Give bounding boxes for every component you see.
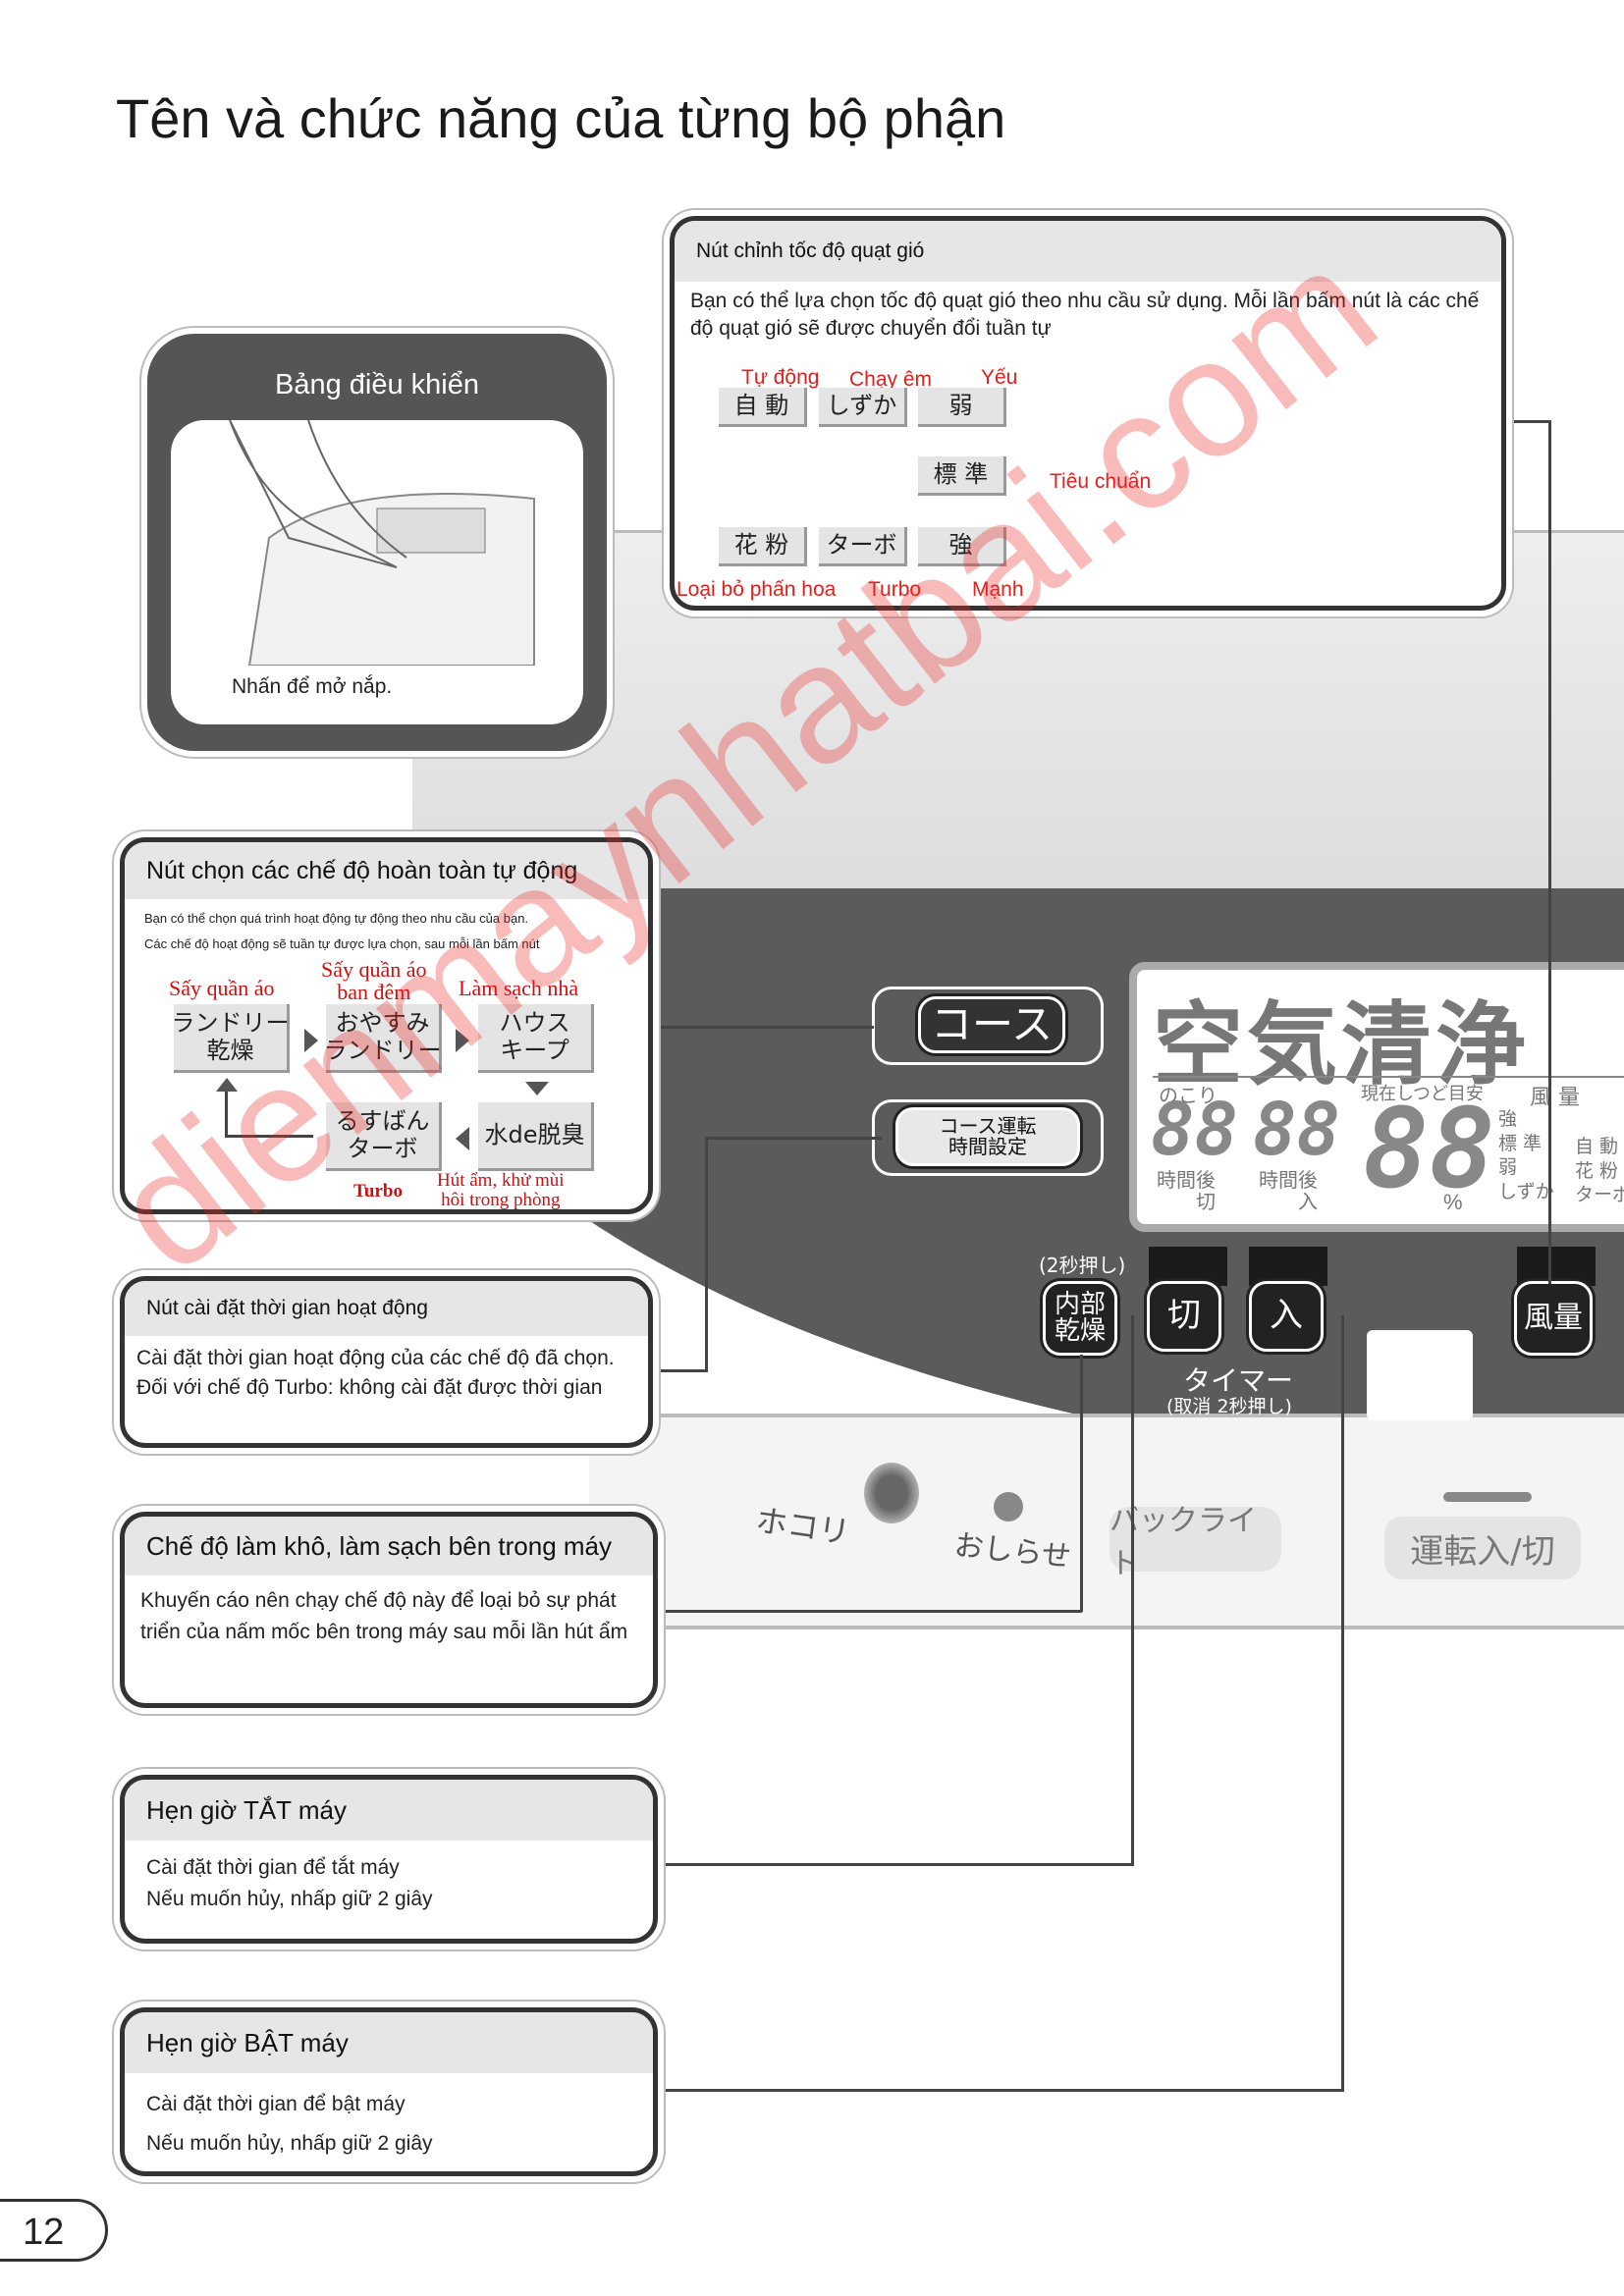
arrow-left-icon	[456, 1127, 469, 1150]
lcd-off-label: 時間後 切	[1157, 1168, 1216, 1213]
auto-housekeep-key: ハウス キープ	[478, 1004, 594, 1073]
lcd-fan-modes: 自 動 花 粉 ターボ	[1575, 1136, 1624, 1206]
fan-mode-low-label: Yếu	[981, 366, 1018, 389]
control-panel-caption: Nhấn để mở nắp.	[232, 675, 393, 698]
auto-laundry-key: ランドリー 乾燥	[172, 1004, 290, 1073]
off-box-line1: Cài đặt thời gian để tắt máy	[146, 1856, 400, 1879]
power-button[interactable]: 運転入/切	[1384, 1517, 1581, 1579]
lcd-off-digits: 88	[1151, 1088, 1239, 1172]
timer-cancel-label: (取消 2秒押し)	[1166, 1396, 1292, 1417]
internal-dry-button[interactable]: 内部 乾燥	[1043, 1281, 1117, 1356]
on-box-line2: Nếu muốn hủy, nhấp giữ 2 giây	[146, 2131, 433, 2155]
fan-mode-quiet-label: Chạy êm	[849, 368, 933, 391]
dust-indicator-light	[864, 1463, 919, 1523]
auto-night-laundry-label: Sấy quần áo ban đêm	[321, 957, 427, 1005]
fan-mode-standard-key: 標 準	[918, 456, 1006, 496]
lcd-fan-levels: 強 標 準 弱 しずか	[1498, 1108, 1554, 1203]
fan-mode-quiet-key: しずか	[819, 388, 907, 427]
sensor-window	[1367, 1330, 1473, 1420]
arrow-up-icon	[216, 1078, 238, 1092]
timer-set-line2: Đối với chế độ Turbo: không cài đặt được…	[136, 1376, 603, 1400]
lcd-humidity-label: 現在しつど目安	[1361, 1084, 1484, 1104]
lcd-percent: %	[1443, 1190, 1463, 1214]
control-panel-title: Bảng điều khiển	[275, 369, 479, 400]
time-set-button[interactable]: コース運転 時間設定	[895, 1107, 1080, 1166]
dry-box-desc: Khuyến cáo nên chạy chế độ này để loại b…	[140, 1589, 628, 1643]
on-timer-callout: Hẹn giờ BẬT máy Cài đặt thời gian để bật…	[120, 2007, 658, 2176]
auto-laundry-label: Sấy quần áo	[169, 976, 275, 1000]
hand-opening-lid-illustration	[229, 419, 535, 667]
auto-box-line1: Bạn có thể chọn quá trình hoạt động tự đ…	[144, 911, 529, 926]
auto-turbo-key: るすばん ターボ	[326, 1102, 442, 1171]
lcd-display: 空気清浄 のこり 88 88 時間後 切 時間後 入 現在しつど目安 88 % …	[1129, 962, 1624, 1232]
backlight-button[interactable]: バックライト	[1110, 1504, 1281, 1581]
control-panel-illustration: Nhấn để mở nắp.	[171, 419, 583, 724]
auto-box-title: Nút chọn các chế độ hoàn toàn tự động	[125, 842, 648, 899]
control-panel-callout: Bảng điều khiển Nhấn để mở nắp.	[147, 334, 607, 751]
lcd-remaining-label: のこり	[1159, 1084, 1218, 1107]
off-timer-callout: Hẹn giờ TẮT máy Cài đặt thời gian để tắt…	[120, 1775, 658, 1944]
lcd-mode-text: 空気清浄	[1153, 992, 1531, 1097]
fan-mode-strong-label: Mạnh	[972, 578, 1024, 601]
auto-night-laundry-key: おやすみ ランドリー	[324, 1004, 442, 1073]
fan-mode-pollen-key: 花 粉	[719, 527, 807, 566]
fan-box-title: Nút chỉnh tốc độ quạt gió	[675, 221, 1501, 282]
off-box-line2: Nếu muốn hủy, nhấp giữ 2 giây	[146, 1887, 433, 1910]
auto-deodorize-label: Hút ẩm, khử mùi hôi trong phòng	[437, 1170, 565, 1210]
fan-mode-auto-label: Tự động	[741, 366, 820, 389]
auto-mode-callout: Nút chọn các chế độ hoàn toàn tự động Bạ…	[120, 837, 653, 1214]
on-box-line1: Cài đặt thời gian để bật máy	[146, 2093, 406, 2115]
fan-mode-strong-key: 強	[918, 527, 1006, 566]
auto-housekeep-label: Làm sạch nhà	[459, 976, 579, 1000]
fan-mode-pollen-label: Loại bỏ phấn hoa	[677, 578, 837, 601]
timer-label: タイマー	[1183, 1364, 1294, 1397]
fan-speed-button[interactable]: 風量	[1514, 1281, 1593, 1356]
page-number: 12	[0, 2199, 108, 2262]
fan-speed-callout: Nút chỉnh tốc độ quạt gió Bạn có thể lựa…	[670, 216, 1506, 611]
on-box-title: Hẹn giờ BẬT máy	[125, 2012, 653, 2073]
off-box-title: Hẹn giờ TẮT máy	[125, 1780, 653, 1841]
timer-set-title: Nút cài đặt thời gian hoạt động	[125, 1281, 648, 1336]
lcd-on-digits: 88	[1253, 1088, 1341, 1172]
fan-mode-turbo-key: ターボ	[819, 527, 907, 566]
hold-2sec-label: (2秒押し)	[1039, 1254, 1126, 1277]
timer-on-button[interactable]: 入	[1249, 1281, 1324, 1352]
auto-turbo-label: Turbo	[353, 1181, 403, 1201]
fan-mode-standard-label: Tiêu chuẩn	[1050, 470, 1152, 493]
arrow-right-icon	[304, 1029, 318, 1052]
internal-dry-callout: Chế độ làm khô, làm sạch bên trong máy K…	[120, 1512, 658, 1708]
fan-mode-low-key: 弱	[918, 388, 1006, 427]
auto-box-line2: Các chế độ hoạt động sẽ tuần tự được lựa…	[144, 936, 540, 951]
auto-deodorize-key: 水de脱臭	[478, 1102, 594, 1171]
arrow-down-icon	[525, 1082, 549, 1095]
arrow-right-icon	[456, 1029, 469, 1052]
fan-mode-auto-key: 自 動	[719, 388, 807, 427]
lcd-on-label: 時間後 入	[1259, 1168, 1318, 1213]
lcd-humidity-digits: 88	[1363, 1086, 1495, 1213]
timer-set-line1: Cài đặt thời gian hoạt động của các chế …	[136, 1347, 615, 1369]
timer-off-button[interactable]: 切	[1147, 1281, 1221, 1352]
notice-indicator-light	[994, 1492, 1023, 1522]
fan-box-desc: Bạn có thể lựa chọn tốc độ quạt gió theo…	[690, 290, 1480, 341]
timer-setting-callout: Nút cài đặt thời gian hoạt động Cài đặt …	[120, 1276, 653, 1448]
lcd-fan-label: 風 量	[1530, 1086, 1580, 1110]
page-title: Tên và chức năng của từng bộ phận	[116, 87, 1006, 149]
course-button[interactable]: コース	[918, 996, 1065, 1053]
fan-mode-turbo-label: Turbo	[868, 578, 922, 601]
dry-box-title: Chế độ làm khô, làm sạch bên trong máy	[125, 1517, 653, 1575]
